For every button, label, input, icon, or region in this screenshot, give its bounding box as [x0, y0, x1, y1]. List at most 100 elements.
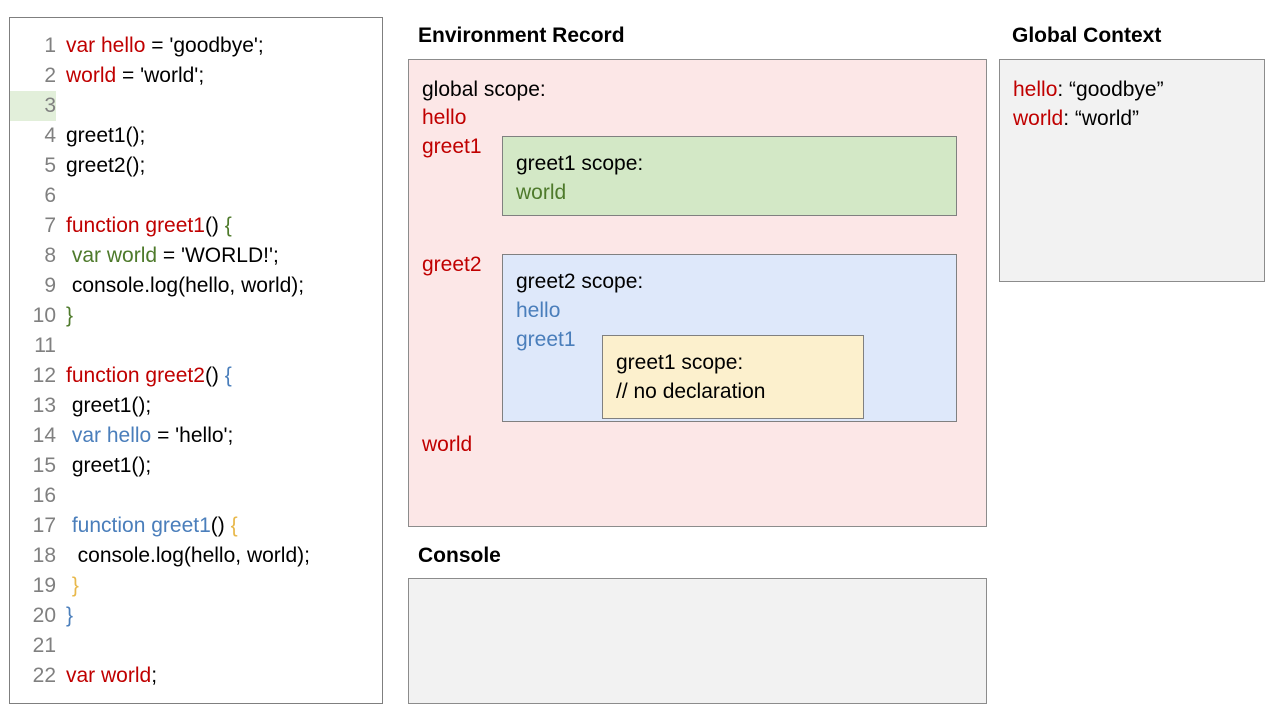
code-token: greet2();	[66, 154, 146, 177]
code-token: function greet1	[66, 214, 205, 237]
global-scope-label: global scope:	[422, 78, 546, 101]
greet2-scope-title: greet2 scope:	[516, 270, 644, 293]
code-line[interactable]: 20}	[10, 601, 382, 631]
code-line-number: 13	[32, 394, 56, 417]
code-token: ()	[210, 514, 231, 537]
code-token: var world	[71, 244, 158, 267]
global-context-panel: hello: “goodbye” world: “world”	[999, 59, 1265, 282]
code-token: function greet2	[66, 364, 205, 387]
code-token: }	[71, 574, 79, 597]
environment-record-title: Environment Record	[418, 24, 625, 47]
code-line-text: console.log(hello, world);	[56, 271, 304, 301]
code-line-text: }	[56, 301, 73, 331]
console-title: Console	[418, 544, 501, 567]
code-line[interactable]: 6	[10, 181, 382, 211]
code-line-number: 21	[32, 634, 56, 657]
code-token: var hello	[71, 424, 152, 447]
global-context-separator: :	[1057, 78, 1070, 101]
code-line-number: 16	[32, 484, 56, 507]
code-token: greet1();	[66, 454, 152, 477]
environment-record-panel: global scope: hello greet1 greet2 world …	[408, 59, 987, 527]
code-line[interactable]: 15 greet1();	[10, 451, 382, 481]
code-token: = 'hello';	[151, 424, 234, 447]
code-line[interactable]: 5 greet2();	[10, 151, 382, 181]
code-line-number: 12	[32, 364, 56, 387]
code-line-text: var hello = 'hello';	[56, 421, 234, 451]
code-line[interactable]: 11	[10, 331, 382, 361]
greet2-scope-var-greet1: greet1	[516, 328, 576, 351]
code-token: {	[224, 364, 232, 387]
code-line[interactable]: 21	[10, 631, 382, 661]
code-token: world	[66, 64, 117, 87]
global-context-row: world: “world”	[1013, 107, 1139, 131]
code-line[interactable]: 10}	[10, 301, 382, 331]
code-line[interactable]: 14 var hello = 'hello';	[10, 421, 382, 451]
console-panel[interactable]	[408, 578, 987, 704]
code-line-number: 2	[44, 64, 56, 87]
code-line-text: greet1();	[56, 451, 151, 481]
global-var-greet2: greet2	[422, 253, 482, 276]
code-line[interactable]: 9 console.log(hello, world);	[10, 271, 382, 301]
code-token: = 'WORLD!';	[157, 244, 279, 267]
code-line[interactable]: 13 greet1();	[10, 391, 382, 421]
code-token: }	[66, 304, 74, 327]
code-token: greet1();	[66, 124, 146, 147]
global-var-hello: hello	[422, 106, 467, 129]
code-token: greet1();	[66, 394, 152, 417]
code-line-number: 20	[32, 604, 56, 627]
code-line-number: 6	[44, 184, 56, 207]
global-var-greet1: greet1	[422, 135, 482, 158]
code-line-text: function greet1() {	[56, 211, 232, 241]
greet1-inner-scope-box: greet1 scope: // no declaration	[602, 335, 864, 419]
greet2-scope-var-hello: hello	[516, 299, 561, 322]
greet1-scope-var-world: world	[516, 181, 567, 204]
code-line-text: var world;	[56, 661, 157, 691]
code-line-text: greet1();	[56, 121, 145, 151]
code-line[interactable]: 4 greet1();	[10, 121, 382, 151]
code-line-number: 4	[44, 124, 56, 147]
code-line-text: }	[56, 571, 79, 601]
code-token: console.log(hello, world);	[66, 274, 305, 297]
code-line-number: 3	[10, 91, 56, 121]
code-line-number: 8	[44, 244, 56, 267]
code-line-text: greet1();	[56, 391, 151, 421]
code-line-number: 14	[32, 424, 56, 447]
code-line[interactable]: 19 }	[10, 571, 382, 601]
code-token: ()	[204, 214, 225, 237]
code-token: var world	[66, 664, 152, 687]
greet1-inner-scope-title: greet1 scope:	[616, 351, 744, 374]
code-line-number: 5	[44, 154, 56, 177]
code-line-text: greet2();	[56, 151, 145, 181]
greet2-scope-box: greet2 scope: hello greet1 greet1 scope:…	[502, 254, 957, 422]
code-token: ()	[204, 364, 225, 387]
greet1-inner-scope-note: // no declaration	[616, 380, 766, 403]
global-context-value: “world”	[1074, 107, 1140, 130]
code-line-number: 9	[44, 274, 56, 297]
code-line[interactable]: 17 function greet1() {	[10, 511, 382, 541]
code-line-number: 1	[44, 34, 56, 57]
code-line-number: 10	[32, 304, 56, 327]
code-line-text: var hello = 'goodbye';	[56, 31, 264, 61]
code-token: = 'goodbye';	[145, 34, 264, 57]
code-token: ;	[151, 664, 158, 687]
code-token: {	[224, 214, 232, 237]
code-line[interactable]: 16	[10, 481, 382, 511]
global-context-key: hello	[1013, 78, 1058, 101]
code-line[interactable]: 8 var world = 'WORLD!';	[10, 241, 382, 271]
code-line-number: 17	[32, 514, 56, 537]
code-line-number: 19	[32, 574, 56, 597]
code-line-text: function greet2() {	[56, 361, 232, 391]
code-line-number: 15	[32, 454, 56, 477]
code-line-text: var world = 'WORLD!';	[56, 241, 279, 271]
code-line[interactable]: 18 console.log(hello, world);	[10, 541, 382, 571]
code-token: console.log(hello, world);	[66, 544, 310, 567]
global-context-separator: :	[1063, 107, 1075, 130]
code-line[interactable]: 3	[10, 91, 382, 121]
